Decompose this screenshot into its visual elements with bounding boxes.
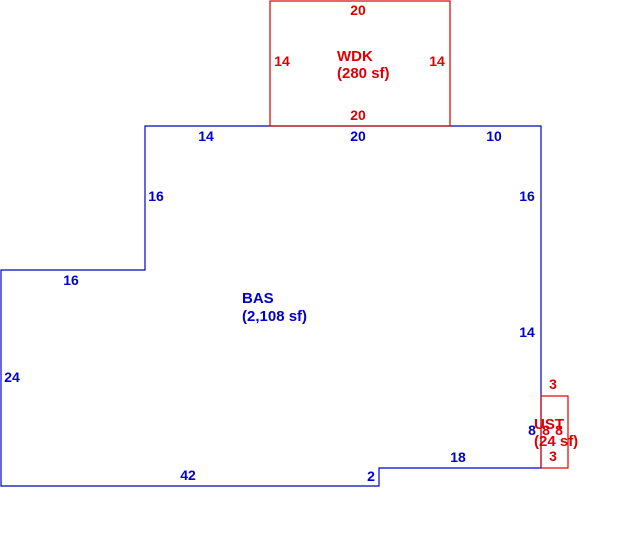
ust-outline bbox=[540, 395, 569, 469]
wdk-dim-left: 14 bbox=[274, 53, 290, 69]
bas-dim-right-lower: 8 bbox=[528, 422, 536, 438]
wdk-area-name: WDK bbox=[337, 48, 373, 65]
bas-dim-bottom-right: 18 bbox=[450, 449, 466, 465]
wdk-outline bbox=[269, 0, 451, 127]
bas-outline bbox=[0, 125, 542, 487]
bas-dim-left-upper: 16 bbox=[148, 188, 164, 204]
wdk-dim-bottom: 20 bbox=[350, 107, 366, 123]
bas-dim-top-right: 10 bbox=[486, 128, 502, 144]
ust-dim-top: 3 bbox=[549, 376, 557, 392]
bas-dim-top-mid: 20 bbox=[350, 128, 366, 144]
ust-dim-right: 8 bbox=[555, 422, 563, 438]
bas-area-name: BAS bbox=[242, 290, 274, 307]
ust-dim-left: 8 bbox=[542, 422, 550, 438]
bas-dim-bottom-left: 42 bbox=[180, 467, 196, 483]
wdk-dim-right: 14 bbox=[429, 53, 445, 69]
bas-dim-top-left: 14 bbox=[198, 128, 214, 144]
bas-dim-left-lower: 24 bbox=[4, 369, 20, 385]
bas-dim-right-upper: 16 bbox=[519, 188, 535, 204]
ust-area-name: UST bbox=[534, 416, 564, 433]
bas-dim-right-mid: 14 bbox=[519, 324, 535, 340]
bas-dim-left-step: 16 bbox=[63, 272, 79, 288]
ust-dim-bottom: 3 bbox=[549, 448, 557, 464]
bas-dim-bottom-notch: 2 bbox=[367, 468, 375, 484]
ust-area-size: (24 sf) bbox=[534, 433, 578, 450]
bas-area-size: (2,108 sf) bbox=[242, 308, 307, 325]
wdk-area-size: (280 sf) bbox=[337, 65, 390, 82]
wdk-dim-top: 20 bbox=[350, 2, 366, 18]
